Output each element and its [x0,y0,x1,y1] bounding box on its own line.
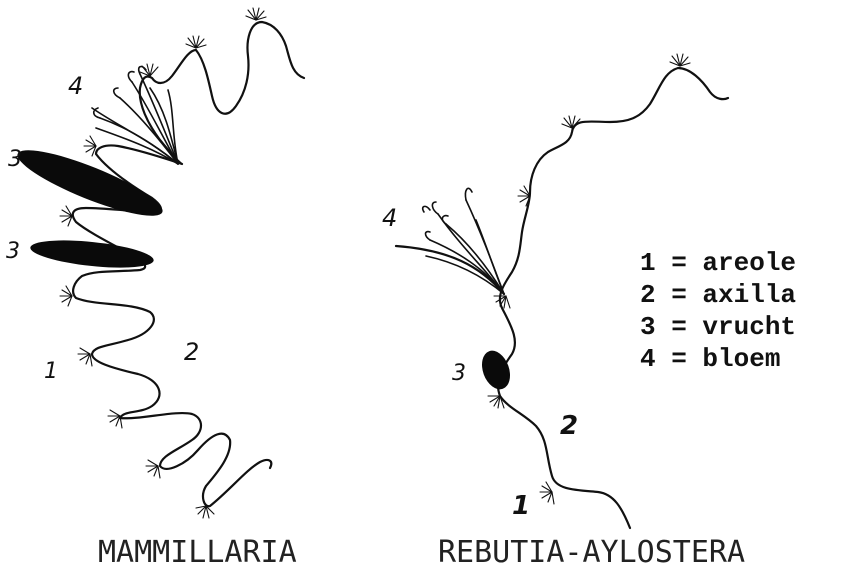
rebutia-label-areole: 1 [512,491,530,521]
rebutia-caption: REBUTIA-AYLOSTERA [438,535,745,568]
mammillaria-fruit-lower [29,236,155,273]
legend: 1 = areole 2 = axilla 3 = vrucht 4 = blo… [640,248,796,374]
mammillaria-label-areole: 1 [44,359,58,384]
mammillaria-label-fruit-upper: 3 [8,147,22,172]
rebutia-figure: 4 3 2 1 REBUTIA-AYLOSTERA [382,54,745,568]
rebutia-label-fruit: 3 [452,361,466,386]
mammillaria-figure: 4 3 3 1 2 MAMMILLARIA [6,8,304,568]
legend-item-axilla: 2 = axilla [640,280,796,310]
mammillaria-label-axilla: 2 [184,338,199,366]
rebutia-fruit [477,347,515,393]
rebutia-label-axilla: 2 [560,411,578,441]
rebutia-label-flower: 4 [382,204,397,232]
legend-item-areole: 1 = areole [640,248,796,278]
mammillaria-label-flower: 4 [68,72,83,100]
rebutia-flower [423,188,504,294]
legend-item-vrucht: 3 = vrucht [640,312,796,342]
mammillaria-label-fruit-lower: 3 [6,239,20,264]
mammillaria-caption: MAMMILLARIA [98,535,297,568]
legend-item-bloem: 4 = bloem [640,344,780,374]
